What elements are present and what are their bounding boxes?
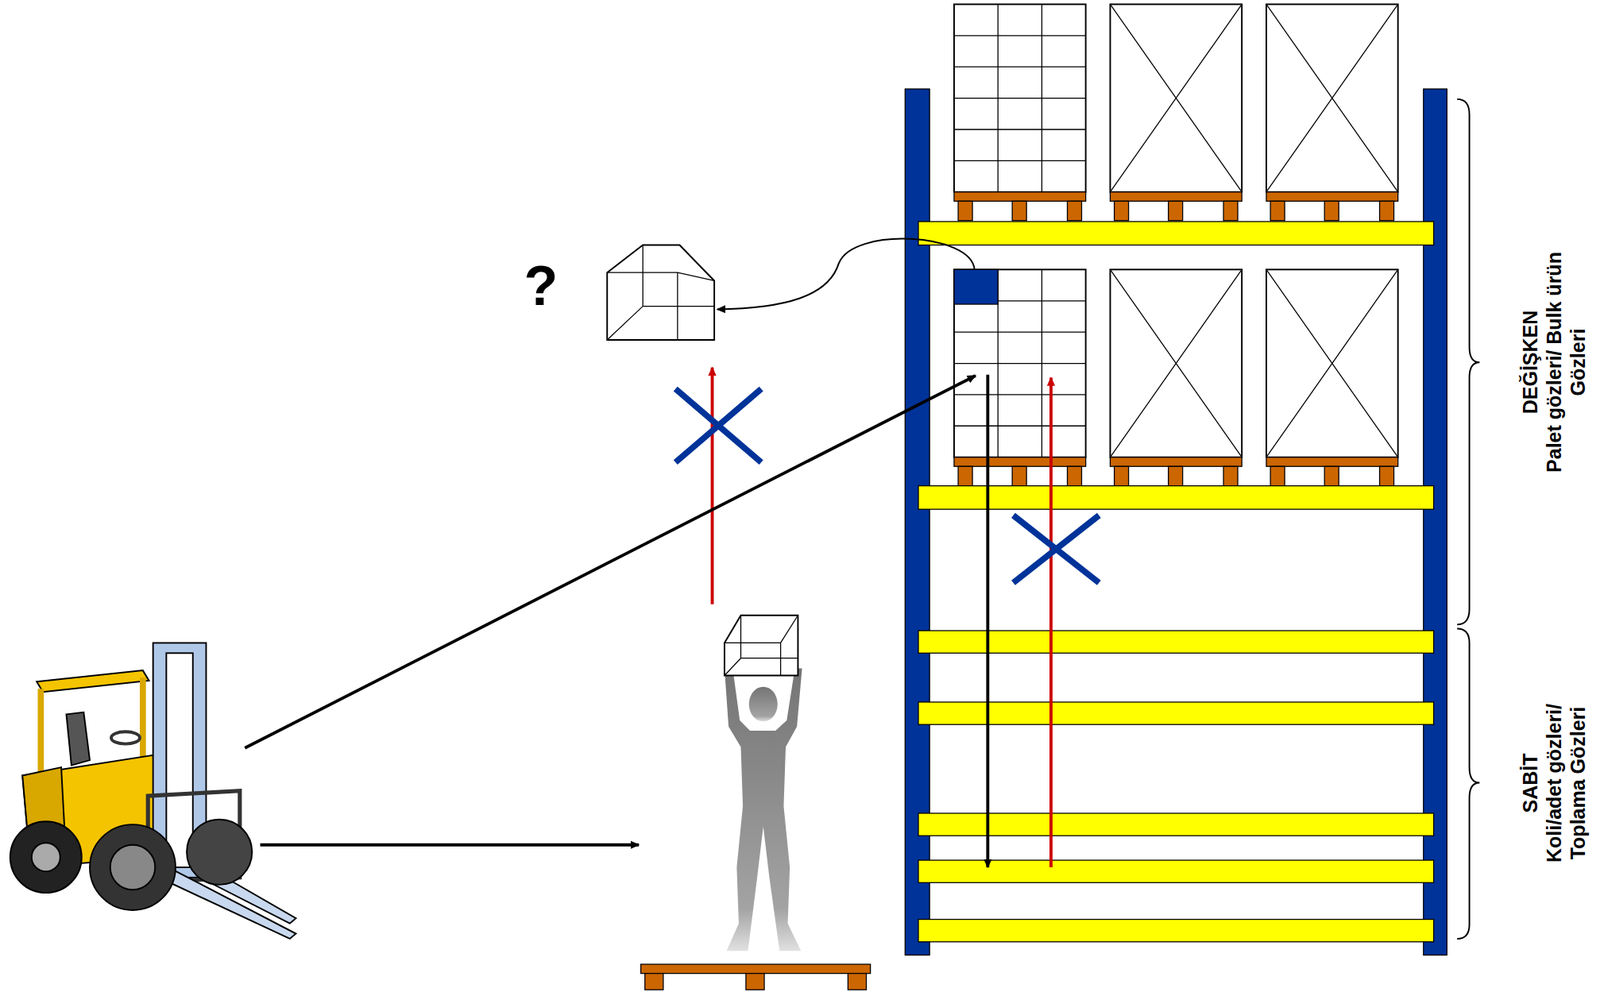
zone-label: Koli/adet gözleri/ Toplama Gözleri	[1542, 668, 1590, 899]
zone-label: DEĞİŞKEN	[1518, 247, 1543, 478]
question-mark: ?	[524, 258, 559, 314]
bracket-caption: SABİTKoli/adet gözleri/ Toplama Gözleri	[1518, 668, 1590, 899]
bracket-caption: DEĞİŞKENPalet gözleri/ Bulk ürün Gözleri	[1518, 247, 1590, 478]
zone-label: SABİT	[1518, 668, 1543, 899]
zone-label: Palet gözleri/ Bulk ürün Gözleri	[1542, 247, 1590, 478]
